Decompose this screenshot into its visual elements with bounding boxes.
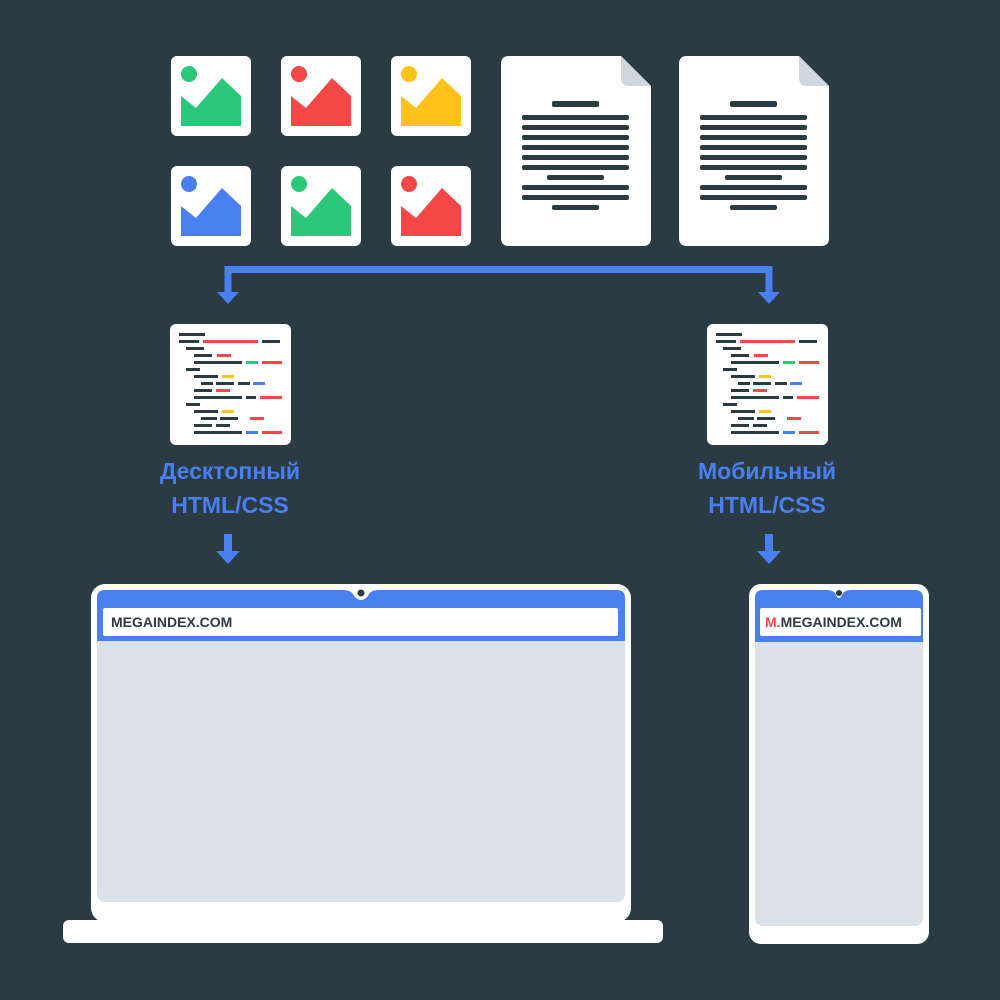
desktop-label-line2: HTML/CSS bbox=[171, 492, 289, 518]
sun-icon bbox=[291, 176, 307, 192]
sun-icon bbox=[291, 66, 307, 82]
desktop-label: Десктопный HTML/CSS bbox=[110, 454, 350, 522]
split-connector bbox=[224, 266, 773, 294]
sun-icon bbox=[401, 66, 417, 82]
image-tile-5 bbox=[281, 166, 361, 246]
mountain-icon bbox=[291, 188, 351, 236]
laptop-base bbox=[63, 920, 663, 943]
code-file-icon bbox=[707, 324, 828, 445]
desktop-label-line1: Десктопный bbox=[159, 458, 301, 484]
mountain-icon bbox=[401, 188, 461, 236]
image-tile-3 bbox=[391, 56, 471, 136]
code-file-icon bbox=[170, 324, 291, 445]
sun-icon bbox=[181, 176, 197, 192]
mountain-icon bbox=[181, 188, 241, 236]
mobile-label-line1: Мобильный bbox=[698, 458, 836, 484]
sun-icon bbox=[401, 176, 417, 192]
mobile-url: MEGAINDEX.COM bbox=[780, 614, 902, 630]
mobile-label-line2: HTML/CSS bbox=[708, 492, 826, 518]
mobile-address-bar[interactable]: M.MEGAINDEX.COM bbox=[760, 608, 921, 636]
mountain-icon bbox=[291, 78, 351, 126]
sun-icon bbox=[181, 66, 197, 82]
camera-icon bbox=[357, 589, 365, 597]
arrow-down-icon bbox=[217, 292, 239, 304]
image-tile-2 bbox=[281, 56, 361, 136]
phone-screen bbox=[755, 590, 923, 926]
phone-icon bbox=[749, 584, 929, 944]
image-tile-4 bbox=[171, 166, 251, 246]
laptop-screen bbox=[97, 590, 625, 902]
mobile-label: Мобильный HTML/CSS bbox=[647, 454, 887, 522]
mountain-icon bbox=[181, 78, 241, 126]
laptop-icon bbox=[63, 584, 663, 943]
arrow-down-icon bbox=[757, 551, 781, 564]
desktop-url: MEGAINDEX.COM bbox=[111, 614, 233, 630]
image-tile-1 bbox=[171, 56, 251, 136]
image-tile-6 bbox=[391, 166, 471, 246]
mountain-icon bbox=[401, 78, 461, 126]
arrow-down-icon bbox=[216, 551, 240, 564]
desktop-address-bar[interactable]: MEGAINDEX.COM bbox=[103, 608, 618, 636]
arrow-down-icon bbox=[758, 292, 780, 304]
mobile-url-prefix: M. bbox=[765, 614, 781, 630]
document-icon bbox=[501, 56, 651, 246]
connector-lines bbox=[216, 266, 781, 564]
document-icon bbox=[679, 56, 829, 246]
camera-icon bbox=[836, 590, 842, 596]
